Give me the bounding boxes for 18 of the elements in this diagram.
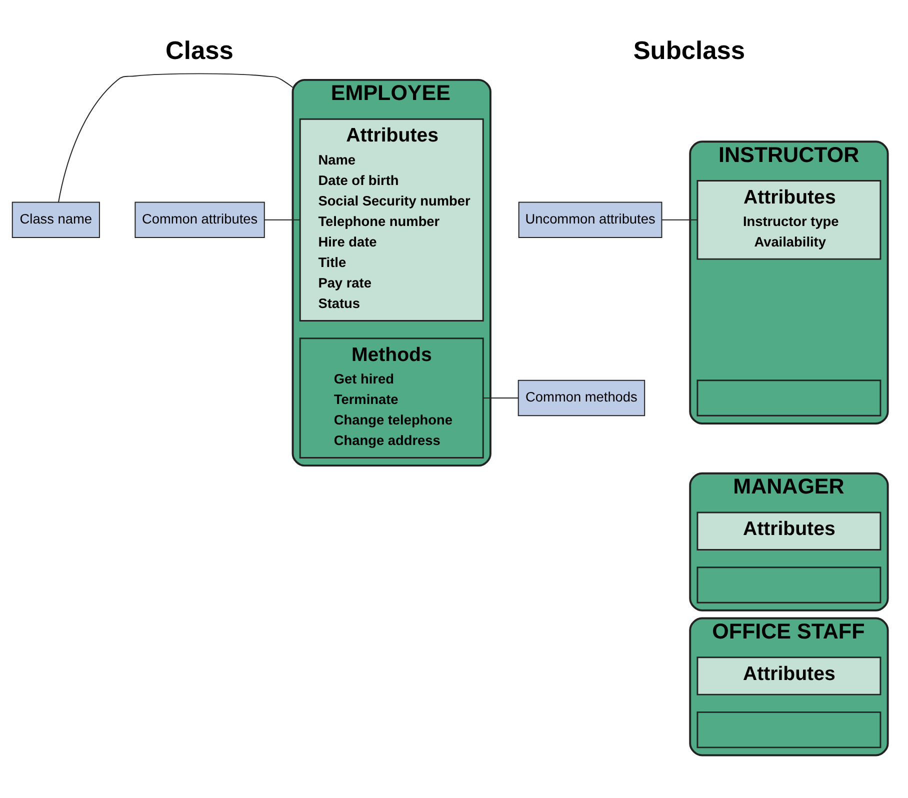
connector <box>58 72 294 202</box>
node-box: Common methods <box>518 379 646 416</box>
node-box <box>696 710 882 748</box>
node-box <box>696 379 882 416</box>
node-box <box>696 566 882 603</box>
node-box: Methods Get hired Terminate Change telephone Change address <box>299 337 484 458</box>
label: Class <box>166 36 234 65</box>
connector <box>482 397 519 398</box>
label: Subclass <box>633 36 746 65</box>
node-box: Attributes Instructor type Availability <box>696 180 882 260</box>
node-box: Attributes <box>696 656 882 695</box>
connector <box>662 218 698 220</box>
node-box: Attributes Name Date of birth Social Security number Telephone number Hire date Title Pay rate Status <box>299 118 484 321</box>
node-box: Attributes <box>696 511 882 550</box>
node-box: Common attributes <box>134 201 265 238</box>
node-box: Uncommon attributes <box>518 201 662 238</box>
node-box: Class name <box>12 201 100 238</box>
connector <box>264 218 301 220</box>
